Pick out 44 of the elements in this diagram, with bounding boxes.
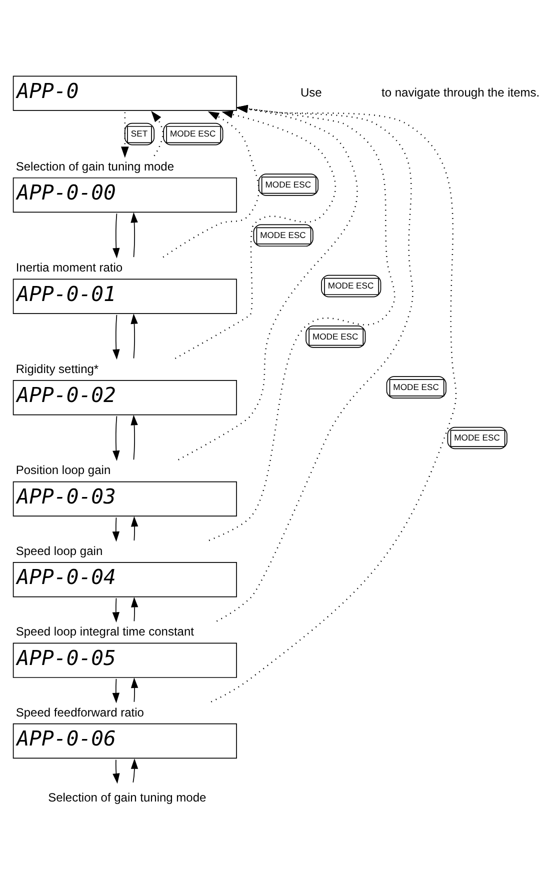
node-label: Speed loop gain	[16, 543, 103, 558]
node-box: APP-0-01	[12, 278, 237, 314]
edge-label: MODE ESC	[328, 280, 374, 290]
arrow	[112, 597, 120, 622]
node-label: Speed loop integral time constant	[16, 624, 194, 638]
edge-label: MODE ESC	[260, 229, 306, 240]
node-box: APP-0-05	[12, 642, 237, 678]
arrow	[112, 212, 120, 258]
edge-label: MODE ESC	[265, 178, 312, 189]
arrow	[130, 414, 138, 460]
arrow	[112, 314, 120, 360]
edge-label: MODE ESC	[454, 432, 500, 442]
arrow	[112, 678, 120, 703]
node-box: APP-0-03	[12, 480, 237, 516]
node-text: Selection of gain tuning mode	[48, 790, 206, 804]
arrow	[174, 110, 336, 358]
arrow	[130, 596, 138, 622]
arrow	[130, 516, 138, 540]
node-box: APP-0-06	[12, 722, 237, 758]
arrow	[151, 110, 164, 156]
node-label: Speed feedforward ratio	[16, 704, 144, 719]
edge-label: MODE ESC	[312, 330, 358, 341]
edge-label: MODE ESC	[393, 381, 439, 392]
arrow	[130, 677, 138, 702]
arrow	[112, 415, 120, 460]
arrow	[112, 758, 120, 784]
node-box: APP-0-04	[12, 562, 237, 597]
edge-label: MODE ESC	[170, 128, 216, 138]
label: Use	[300, 84, 322, 99]
node-label: Selection of gain tuning mode	[16, 158, 174, 173]
node-label: Inertia moment ratio	[16, 260, 123, 274]
arrow	[121, 112, 129, 158]
edge-label: SET	[130, 128, 148, 138]
arrow	[162, 110, 260, 258]
label: to navigate through the items.	[382, 84, 540, 99]
node-label: Rigidity setting*	[16, 361, 99, 376]
node-box: APP-0-02	[12, 380, 237, 415]
node-box: APP-0	[12, 75, 237, 110]
arrow	[130, 212, 138, 257]
arrow	[130, 313, 138, 358]
arrow	[112, 516, 120, 542]
arrow	[130, 758, 138, 782]
node-box: APP-0-00	[12, 176, 237, 212]
node-label: Position loop gain	[16, 462, 111, 477]
